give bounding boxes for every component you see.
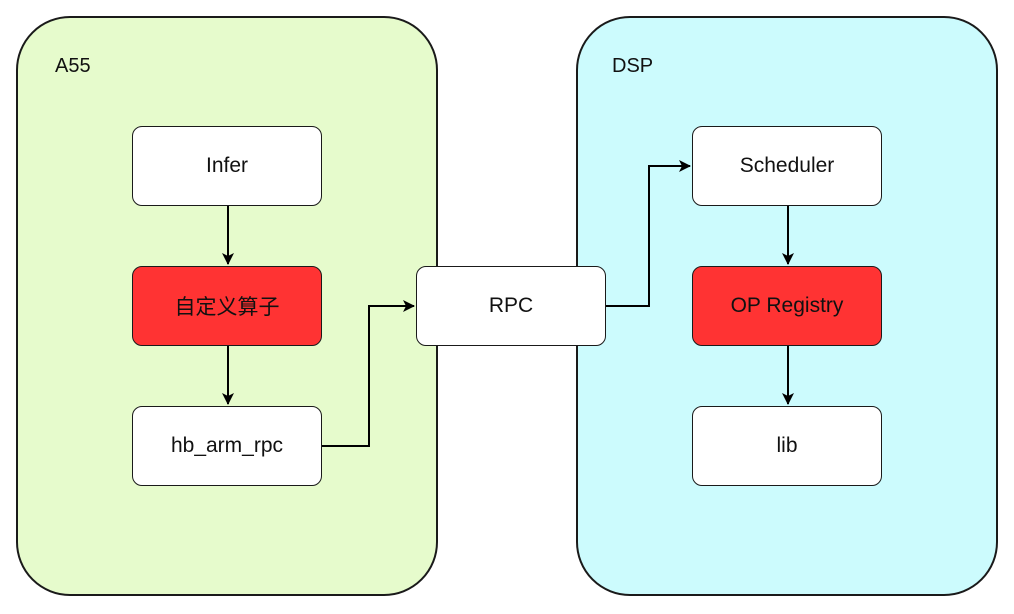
- infer-node: Infer: [132, 126, 322, 206]
- op-registry-node: OP Registry: [692, 266, 882, 346]
- lib-node: lib: [692, 406, 882, 486]
- edge-rpc-to-scheduler: [606, 160, 691, 307]
- a55-label: A55: [55, 55, 91, 77]
- dsp-label: DSP: [612, 55, 654, 77]
- edge-hb-arm-rpc-to-rpc: [322, 300, 415, 447]
- scheduler-node: Scheduler: [692, 126, 882, 206]
- hb-arm-rpc-node: hb_arm_rpc: [132, 406, 322, 486]
- custom-op-node: 自定义算子: [132, 266, 322, 346]
- rpc-node: RPC: [416, 266, 606, 346]
